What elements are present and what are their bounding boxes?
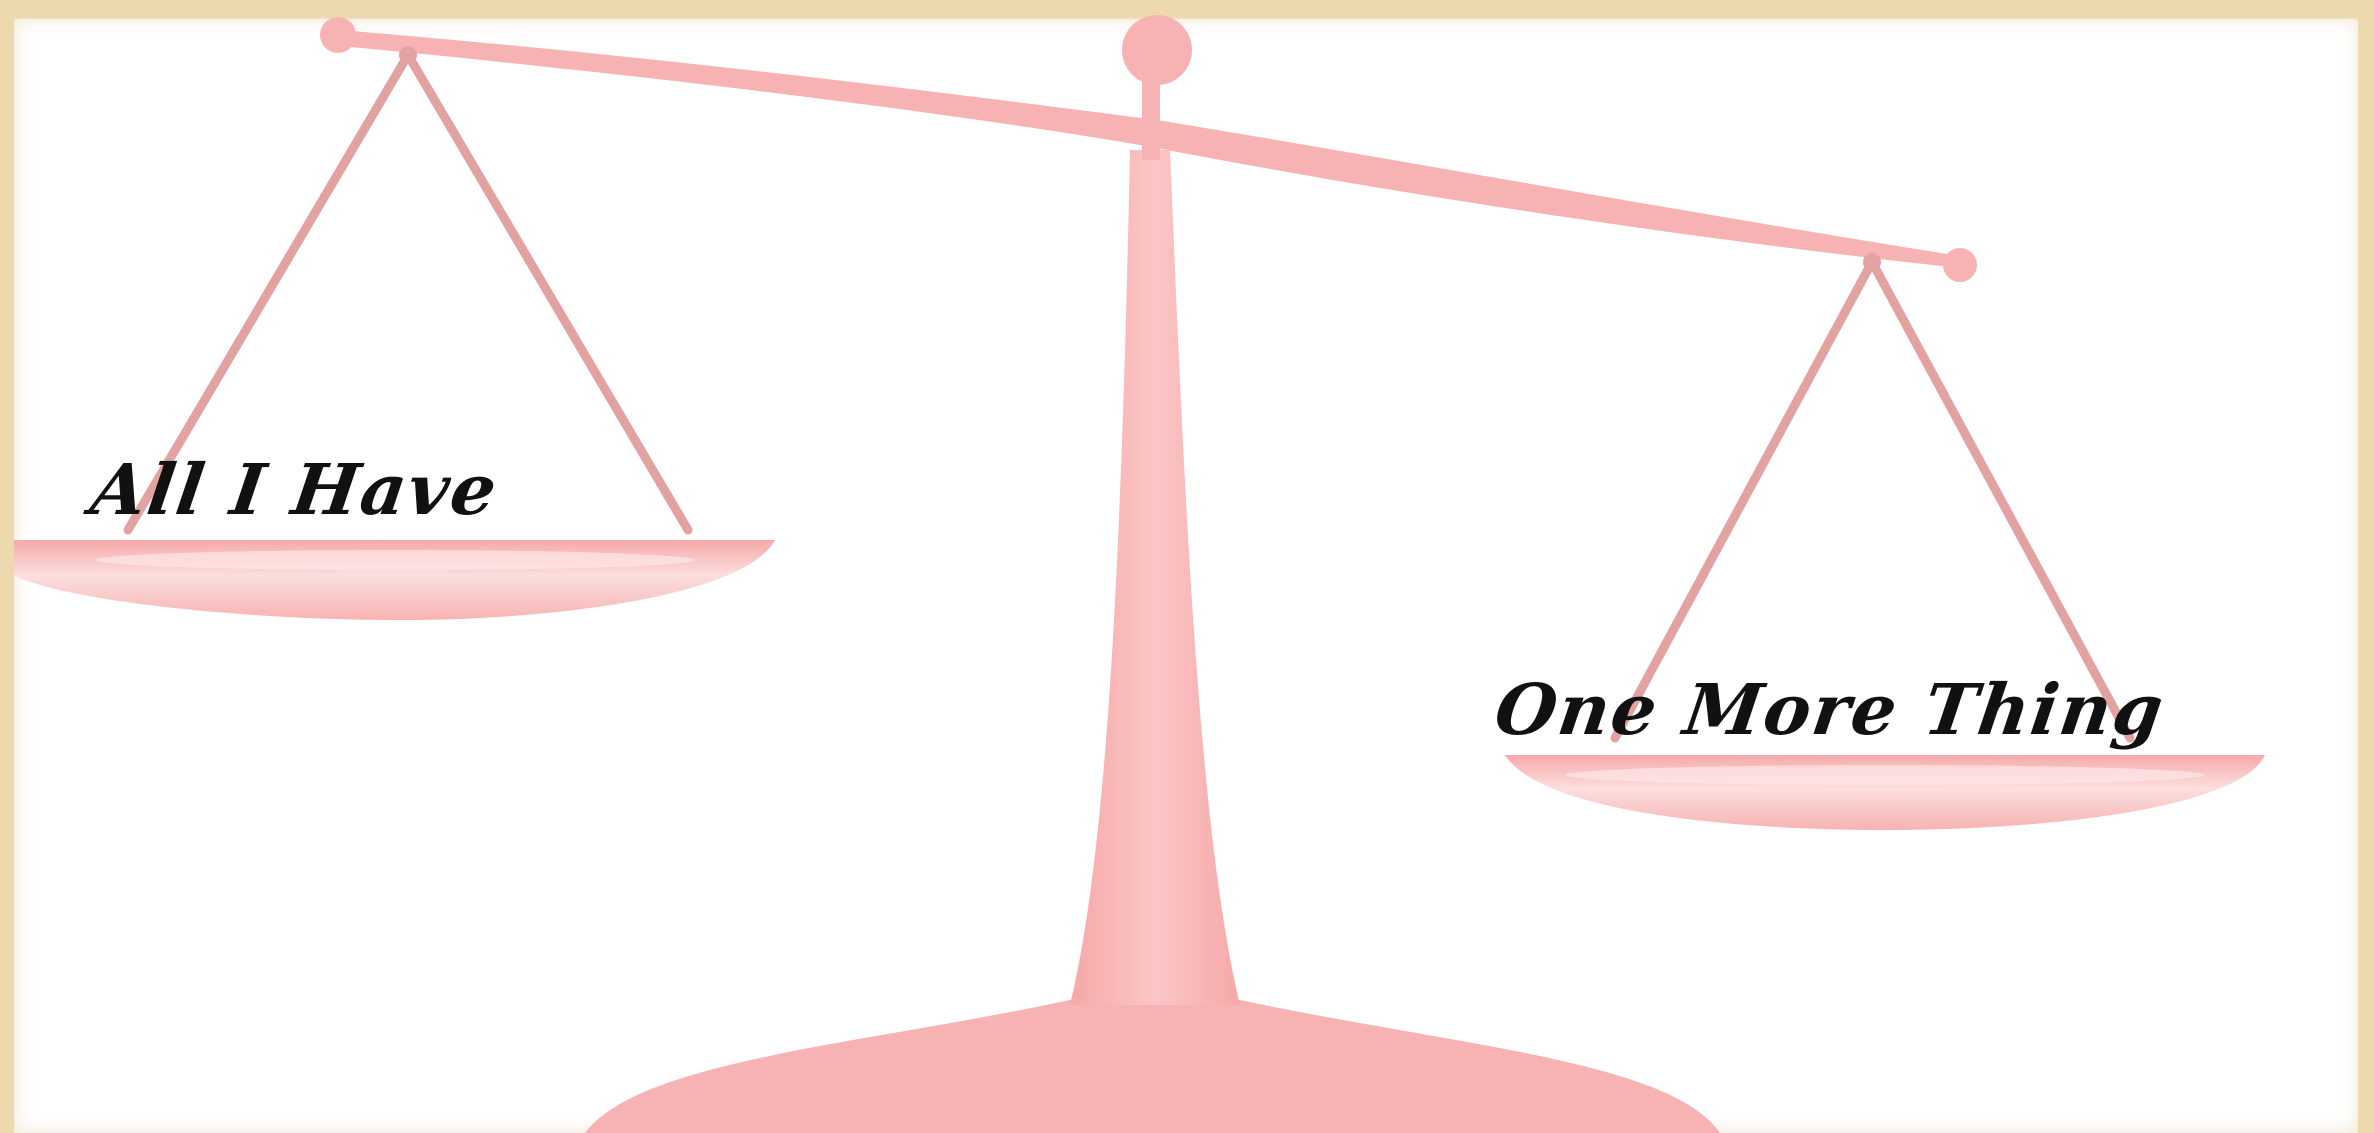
beam-end-right xyxy=(1943,248,1977,282)
left-pan-label: All I Have xyxy=(86,448,503,531)
right-pan-chains xyxy=(1615,262,2130,738)
right-pan-label: One More Thing xyxy=(1490,668,2170,751)
scale-pole xyxy=(1070,150,1240,1005)
scale-base xyxy=(585,1000,1720,1133)
scale-top-knob xyxy=(1122,15,1192,85)
beam-end-left xyxy=(320,17,356,53)
